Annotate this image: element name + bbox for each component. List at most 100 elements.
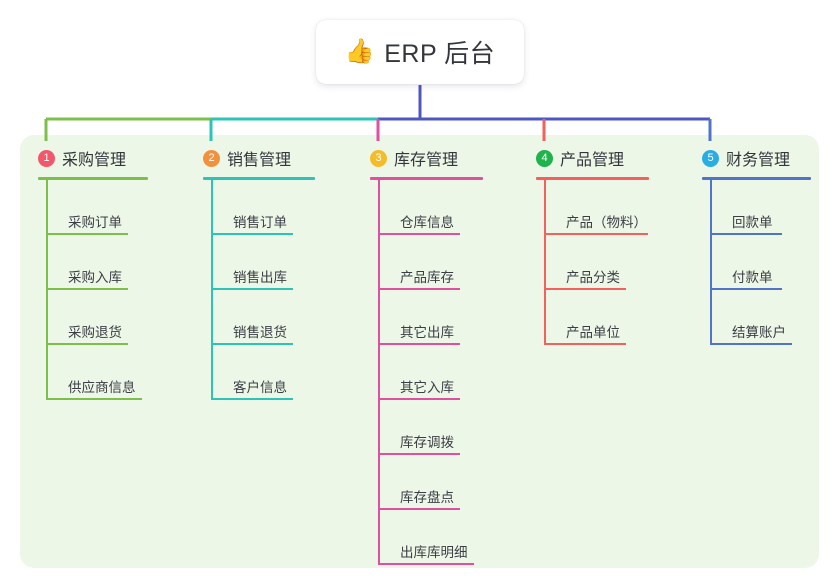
branch-column-4: 4 产品管理产品（物料） 产品分类产品单位 [536, 146, 649, 345]
leaf-item-underline [378, 453, 460, 455]
leaf-item-underline [378, 343, 460, 345]
leaf-item-underline [211, 343, 293, 345]
branch-stem [378, 180, 380, 565]
branch-number-badge: 4 [536, 149, 553, 167]
leaf-item[interactable]: 销售退货 [211, 290, 315, 345]
leaf-item[interactable]: 产品（物料） [544, 180, 649, 235]
leaf-item-label: 其它出库 [400, 325, 454, 340]
branch-title: 财务管理 [726, 152, 791, 169]
leaf-item-underline [46, 233, 128, 235]
branch-item-list: 仓库信息产品库存其它出库其它入库库存调拨库存盘点出库库明细 [378, 180, 483, 565]
leaf-item[interactable]: 采购入库 [46, 235, 148, 290]
root-node-card[interactable]: 👍 ERP 后台 [316, 20, 524, 84]
leaf-item[interactable]: 销售订单 [211, 180, 315, 235]
leaf-item-underline [378, 398, 460, 400]
branch-header-underline [702, 177, 811, 180]
leaf-item-underline [46, 343, 128, 345]
leaf-item-label: 采购订单 [68, 215, 122, 230]
leaf-item-label: 客户信息 [233, 380, 287, 395]
leaf-item[interactable]: 其它出库 [378, 290, 483, 345]
leaf-item-underline [46, 288, 128, 290]
leaf-item-underline [211, 288, 293, 290]
leaf-item-underline [378, 288, 460, 290]
branch-item-list: 产品（物料） 产品分类产品单位 [544, 180, 649, 345]
leaf-item-underline [211, 233, 293, 235]
leaf-item-label: 其它入库 [400, 380, 454, 395]
root-node-title: 👍 ERP 后台 [345, 34, 495, 70]
branch-header-3[interactable]: 3 库存管理 [370, 146, 483, 170]
branch-stem [211, 180, 213, 400]
leaf-item[interactable]: 采购订单 [46, 180, 148, 235]
leaf-item[interactable]: 产品库存 [378, 235, 483, 290]
branch-header-underline [203, 177, 315, 180]
branch-number-badge: 2 [203, 149, 220, 167]
branch-item-list: 采购订单采购入库采购退货供应商信息 [46, 180, 148, 400]
leaf-item[interactable]: 其它入库 [378, 345, 483, 400]
leaf-item-underline [46, 398, 142, 400]
leaf-item-label: 供应商信息 [68, 380, 136, 395]
leaf-item-underline [544, 343, 626, 345]
branch-title: 库存管理 [394, 152, 459, 169]
leaf-item[interactable]: 仓库信息 [378, 180, 483, 235]
leaf-item-label: 出库库明细 [400, 545, 468, 560]
branch-title: 销售管理 [227, 152, 292, 169]
leaf-item-label: 仓库信息 [400, 215, 454, 230]
leaf-item[interactable]: 回款单 [710, 180, 811, 235]
leaf-item-underline [378, 508, 460, 510]
leaf-item-underline [378, 233, 460, 235]
branch-stem [710, 180, 712, 345]
branch-column-3: 3 库存管理仓库信息产品库存其它出库其它入库库存调拨库存盘点出库库明细 [370, 146, 483, 565]
leaf-item[interactable]: 采购退货 [46, 290, 148, 345]
branch-header-underline [38, 177, 148, 180]
leaf-item-label: 采购入库 [68, 270, 122, 285]
branch-header-underline [536, 177, 649, 180]
branch-header-2[interactable]: 2 销售管理 [203, 146, 315, 170]
leaf-item[interactable]: 供应商信息 [46, 345, 148, 400]
branch-title: 采购管理 [62, 152, 127, 169]
branch-number-badge: 1 [38, 149, 55, 167]
leaf-item[interactable]: 库存盘点 [378, 455, 483, 510]
branch-title: 产品管理 [560, 152, 625, 169]
leaf-item[interactable]: 付款单 [710, 235, 811, 290]
branch-header-underline [370, 177, 483, 180]
leaf-item-underline [710, 288, 782, 290]
leaf-item-label: 付款单 [732, 270, 773, 285]
leaf-item[interactable]: 销售出库 [211, 235, 315, 290]
leaf-item-underline [544, 288, 626, 290]
branch-stem [544, 180, 546, 345]
leaf-item-label: 产品单位 [566, 325, 620, 340]
leaf-item-label: 销售订单 [233, 215, 287, 230]
leaf-item[interactable]: 出库库明细 [378, 510, 483, 565]
leaf-item-underline [710, 233, 782, 235]
leaf-item-underline [544, 233, 648, 235]
leaf-item-label: 销售出库 [233, 270, 287, 285]
leaf-item-label: 库存盘点 [400, 490, 454, 505]
branch-header-4[interactable]: 4 产品管理 [536, 146, 649, 170]
leaf-item-underline [378, 563, 474, 565]
background-panel [20, 135, 819, 568]
leaf-item-label: 结算账户 [732, 325, 786, 340]
leaf-item-label: 库存调拨 [400, 435, 454, 450]
branch-item-list: 销售订单销售出库销售退货客户信息 [211, 180, 315, 400]
branch-column-1: 1 采购管理采购订单采购入库采购退货供应商信息 [38, 146, 148, 400]
leaf-item[interactable]: 库存调拨 [378, 400, 483, 455]
leaf-item[interactable]: 产品分类 [544, 235, 649, 290]
leaf-item-label: 产品（物料） [566, 215, 647, 230]
root-node-label: ERP 后台 [384, 40, 496, 68]
thumbs-up-icon: 👍 [344, 38, 376, 65]
leaf-item-underline [710, 343, 792, 345]
leaf-item-label: 产品库存 [400, 270, 454, 285]
branch-column-2: 2 销售管理销售订单销售出库销售退货客户信息 [203, 146, 315, 400]
branch-stem [46, 180, 48, 400]
branch-number-badge: 3 [370, 149, 387, 167]
leaf-item[interactable]: 客户信息 [211, 345, 315, 400]
leaf-item[interactable]: 结算账户 [710, 290, 811, 345]
leaf-item-label: 产品分类 [566, 270, 620, 285]
leaf-item-label: 销售退货 [233, 325, 287, 340]
leaf-item-label: 回款单 [732, 215, 773, 230]
leaf-item[interactable]: 产品单位 [544, 290, 649, 345]
branch-header-1[interactable]: 1 采购管理 [38, 146, 148, 170]
